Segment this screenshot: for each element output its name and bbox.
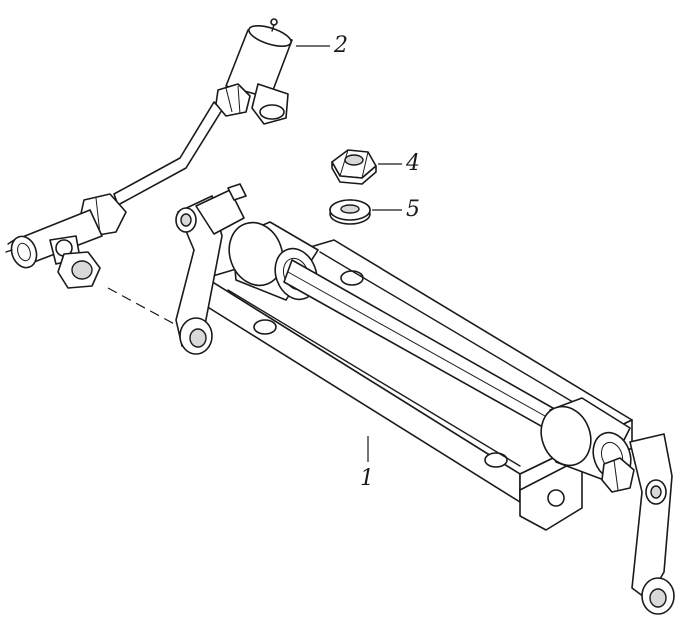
alignment-dashed-line <box>107 287 179 327</box>
callout-1: 1 <box>360 466 374 491</box>
part-2-pipe-assembly <box>5 18 293 289</box>
part-4-lock-nut <box>331 149 377 185</box>
callout-5: 5 <box>406 197 420 222</box>
part-1-linkage-assembly <box>175 183 675 615</box>
callout-4: 4 <box>406 151 420 176</box>
part-5-washer <box>329 199 371 225</box>
callout-2: 2 <box>334 33 348 58</box>
